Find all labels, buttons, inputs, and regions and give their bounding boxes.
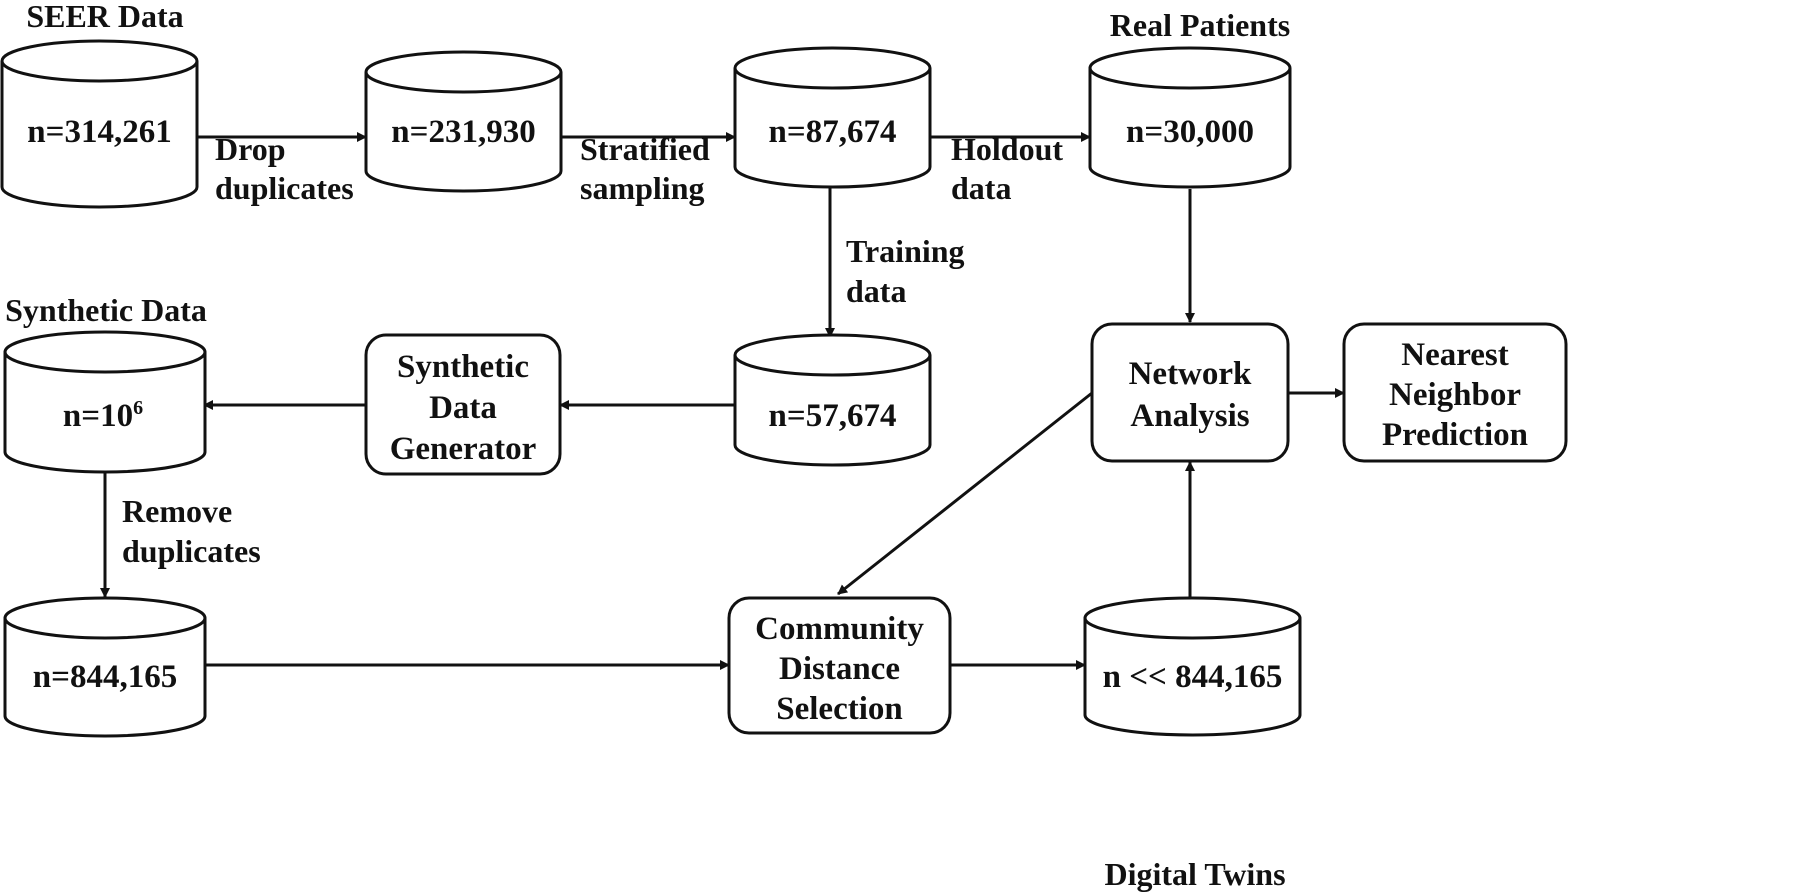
edge-label-training-line-2: data <box>846 273 906 309</box>
box-community-line-1: Community <box>755 611 924 647</box>
database-real-title: Real Patients <box>1110 7 1290 43</box>
edge-label-strat-line-2: sampling <box>580 170 704 206</box>
box-network: Network Analysis <box>1090 322 1290 463</box>
box-community-line-2: Distance <box>779 651 900 687</box>
database-twins-count: n << 844,165 <box>1103 659 1283 695</box>
edge-label-remove-line-2: duplicates <box>122 533 261 569</box>
box-community: Community Distance Selection <box>727 596 952 735</box>
database-seer: n=314,261 SEER Data <box>0 0 199 209</box>
box-nearest-line-3: Prediction <box>1382 417 1528 453</box>
box-nearest-line-2: Neighbor <box>1389 377 1521 413</box>
database-real-count: n=30,000 <box>1126 114 1254 150</box>
database-synth-count: n=106 <box>63 397 143 434</box>
edge-label-holdout-line-1: Holdout <box>951 131 1063 167</box>
box-generator-line-1: Synthetic <box>397 349 529 385</box>
database-seer-title: SEER Data <box>26 0 183 34</box>
edges <box>100 132 1345 670</box>
database-real: n=30,000 Real Patients <box>1088 7 1292 189</box>
box-network-line-1: Network <box>1129 356 1252 392</box>
box-generator-line-3: Generator <box>390 431 537 467</box>
database-strat: n=87,674 <box>733 46 932 189</box>
database-synth-title: Synthetic Data <box>5 292 207 328</box>
database-synth-dedup: n=844,165 <box>3 596 207 738</box>
database-twins-title: Digital Twins <box>1104 856 1285 892</box>
database-synth-count-exponent: 6 <box>133 397 143 419</box>
database-train-count: n=57,674 <box>769 398 897 434</box>
box-generator-line-2: Data <box>429 390 497 426</box>
database-synth-count-base: n=10 <box>63 398 133 434</box>
database-dedup: n=231,930 <box>364 50 563 193</box>
edge-label-training-line-1: Training <box>846 233 965 269</box>
database-synth: n=106 Synthetic Data <box>3 292 207 474</box>
edge-label-drop-line-2: duplicates <box>215 170 354 206</box>
database-seer-count: n=314,261 <box>27 114 171 150</box>
edge-label-remove-line-1: Remove <box>122 493 232 529</box>
edge-network-to-community <box>837 391 1093 596</box>
database-train: n=57,674 <box>733 333 932 467</box>
database-twins: n << 844,165 Digital Twins <box>1083 596 1302 892</box>
edge-labels: Drop duplicates Stratified sampling Hold… <box>122 131 1063 569</box>
box-generator: Synthetic Data Generator <box>364 333 562 476</box>
box-community-line-3: Selection <box>776 691 902 727</box>
database-dedup-count: n=231,930 <box>391 114 535 150</box>
edge-label-holdout-line-2: data <box>951 170 1011 206</box>
box-nearest-line-1: Nearest <box>1401 337 1509 373</box>
box-nearest: Nearest Neighbor Prediction <box>1342 322 1568 463</box>
box-network-line-2: Analysis <box>1130 398 1249 434</box>
database-synth-dedup-count: n=844,165 <box>33 659 177 695</box>
edge-label-drop-line-1: Drop <box>215 131 286 167</box>
database-strat-count: n=87,674 <box>769 114 897 150</box>
edge-label-strat-line-1: Stratified <box>580 131 710 167</box>
